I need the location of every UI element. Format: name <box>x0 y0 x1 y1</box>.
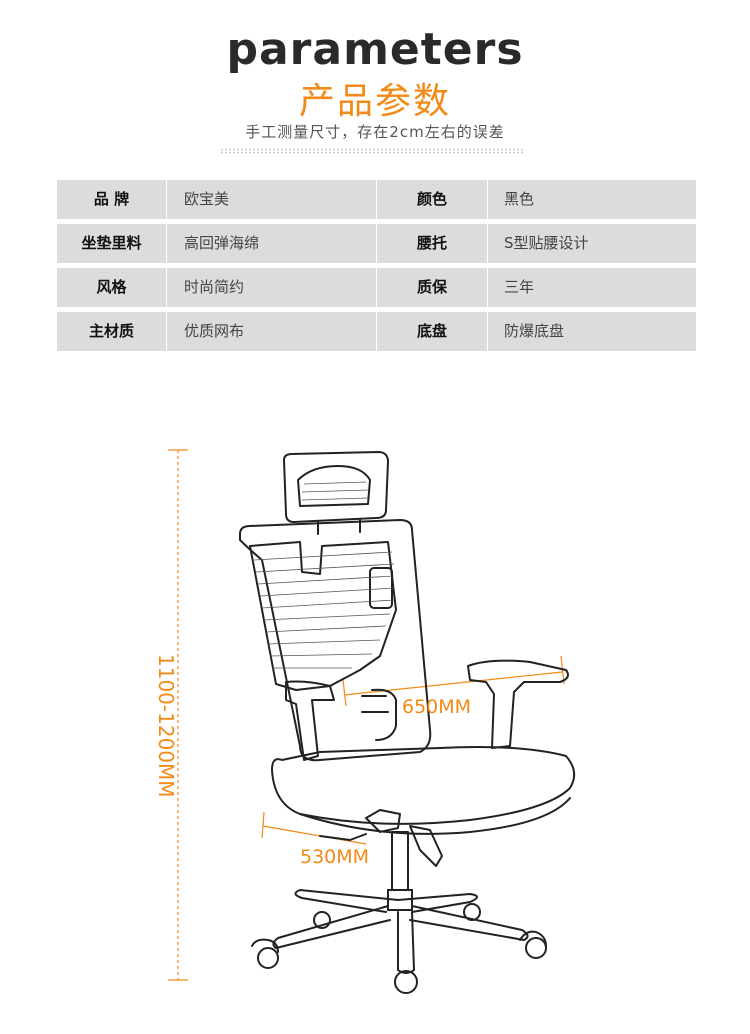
depth-dimension-label: 530MM <box>300 846 370 868</box>
spec-row: 品 牌 欧宝美 颜色 黑色 <box>57 180 696 219</box>
spec-key: 主材质 <box>57 312 166 351</box>
spec-value: 三年 <box>488 268 696 307</box>
spec-value: 高回弹海绵 <box>167 224 376 263</box>
width-dimension-label: 650MM <box>402 696 472 718</box>
spec-key: 风格 <box>57 268 166 307</box>
spec-value: 欧宝美 <box>167 180 376 219</box>
spec-key: 腰托 <box>377 224 487 263</box>
chair-dimension-figure: 1100-1200MM 650MM 530MM <box>0 400 750 1030</box>
measurement-note: 手工测量尺寸，存在2cm左右的误差 <box>245 123 505 141</box>
dotted-divider <box>220 148 525 154</box>
height-dimension-label: 1100-1200MM <box>154 654 178 798</box>
spec-table: 品 牌 欧宝美 颜色 黑色 坐垫里料 高回弹海绵 腰托 S型贴腰设计 风格 时尚… <box>57 180 696 356</box>
spec-value: 黑色 <box>488 180 696 219</box>
spec-value: S型贴腰设计 <box>488 224 696 263</box>
spec-key: 坐垫里料 <box>57 224 166 263</box>
spec-value: 优质网布 <box>167 312 376 351</box>
chair-sketch-icon <box>168 449 576 994</box>
spec-key: 颜色 <box>377 180 487 219</box>
spec-row: 风格 时尚简约 质保 三年 <box>57 268 696 307</box>
spec-row: 主材质 优质网布 底盘 防爆底盘 <box>57 312 696 351</box>
spec-key: 底盘 <box>377 312 487 351</box>
spec-row: 坐垫里料 高回弹海绵 腰托 S型贴腰设计 <box>57 224 696 263</box>
spec-value: 防爆底盘 <box>488 312 696 351</box>
spec-value: 时尚简约 <box>167 268 376 307</box>
spec-key: 质保 <box>377 268 487 307</box>
title-chinese: 产品参数 <box>298 81 451 122</box>
spec-key: 品 牌 <box>57 180 166 219</box>
title-english: parameters <box>226 24 524 75</box>
